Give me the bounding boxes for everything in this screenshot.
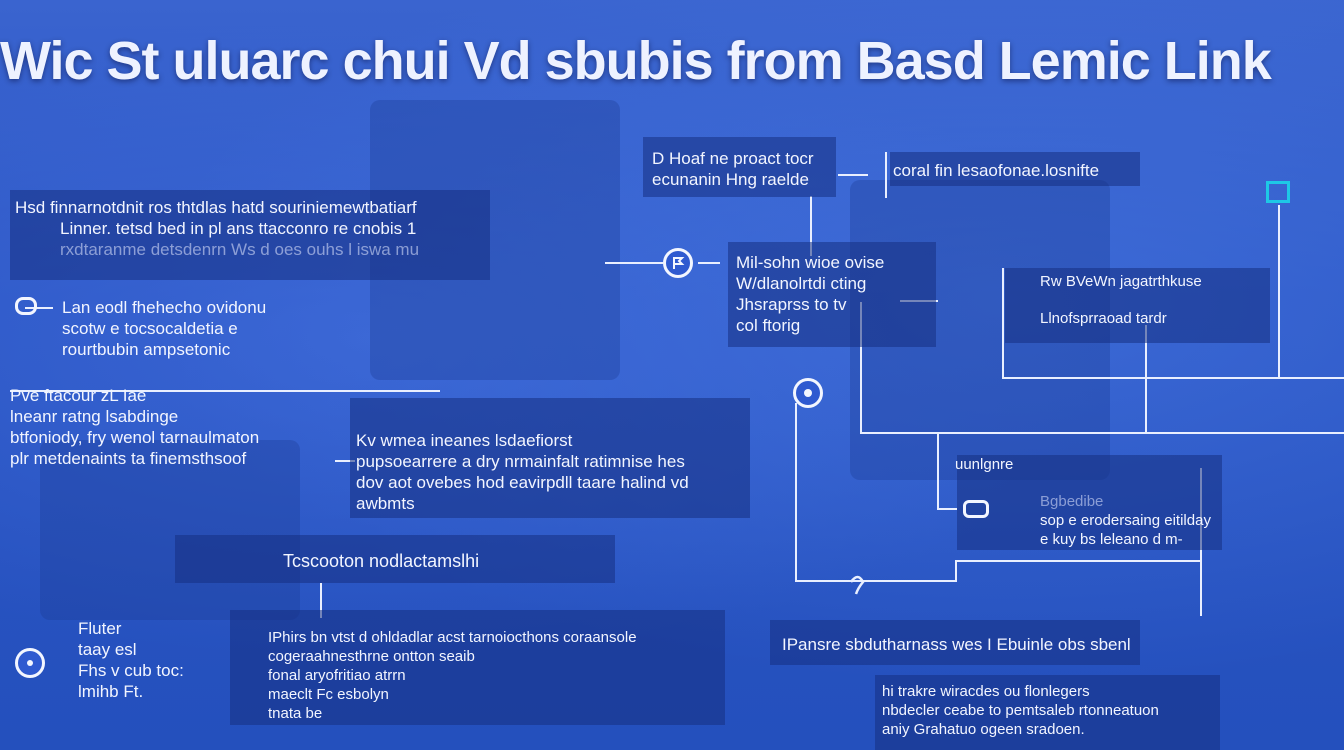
node-line: tnata be bbox=[268, 705, 323, 722]
connector-line bbox=[937, 432, 939, 510]
node-line: IPhirs bn vtst d ohldadlar acst tarnoioc… bbox=[268, 629, 637, 646]
node-line: lmihb Ft. bbox=[78, 682, 144, 701]
node-line: btfoniody, fry wenol tarnaulmaton bbox=[10, 428, 260, 447]
connector-line bbox=[1002, 268, 1004, 378]
node-line: plr metdenaints ta finemsthsoof bbox=[10, 449, 247, 468]
node-left-1-box bbox=[10, 190, 490, 280]
link-icon bbox=[15, 297, 37, 315]
connector-line bbox=[860, 302, 862, 433]
connector-line bbox=[810, 196, 812, 256]
node-line: pupsoearrere a dry nrmainfalt ratimnise … bbox=[356, 452, 685, 471]
node-line: taay esl bbox=[78, 640, 137, 659]
node-line: Fluter bbox=[78, 619, 122, 638]
node-mid: Mil-sohn wioe ovise W/dlanolrtdi cting J… bbox=[736, 252, 884, 336]
node-circle-icon bbox=[793, 378, 823, 408]
dot-icon bbox=[27, 660, 33, 666]
connector-line bbox=[937, 508, 957, 510]
node-bottom-right-box bbox=[875, 675, 1220, 750]
node-line: W/dlanolrtdi cting bbox=[736, 274, 867, 293]
node-top-right: coral fin lesaofonae.losnifte bbox=[893, 161, 1100, 180]
node-line: Jhsraprss to tv bbox=[736, 295, 847, 314]
node-mid-box bbox=[728, 242, 936, 347]
node-line: Lan eodl fhehecho ovidonu bbox=[62, 298, 267, 317]
bottom-right-label: IPansre sbdutharnass wes I Ebuinle obs s… bbox=[782, 635, 1131, 654]
link-icon bbox=[963, 500, 989, 518]
node-line: hi trakre wiracdes ou flonlegers bbox=[882, 683, 1090, 700]
node-line: e kuy bs leleano d m- bbox=[1040, 531, 1183, 548]
node-line: Pve ftacour zL Iae bbox=[10, 386, 147, 405]
node-line: sop e erodersaing eitilday bbox=[1040, 512, 1211, 529]
node-line: col ftorig bbox=[736, 316, 801, 335]
node-top-right-box bbox=[890, 152, 1140, 186]
node-left-1: Hsd finnarnotdnit ros thtdlas hatd souri… bbox=[15, 197, 419, 260]
node-line: Fhs v cub toc: bbox=[78, 661, 184, 680]
node-top-center: D Hoaf ne proact tocr ecunanin Hng raeld… bbox=[652, 148, 814, 190]
node-line: scotw e tocsocaldetia e bbox=[62, 319, 238, 338]
node-line: rourtbubin ampsetonic bbox=[62, 340, 231, 359]
node-line: Hsd finnarnotdnit ros thtdlas hatd souri… bbox=[15, 198, 417, 217]
node-center: Kv wmea ineanes lsdaefiorst pupsoearrere… bbox=[356, 430, 689, 514]
node-center-box bbox=[350, 398, 750, 518]
node-line: Bgbedibe bbox=[1040, 493, 1104, 510]
image-icon bbox=[1266, 181, 1290, 203]
node-line: awbmts bbox=[356, 494, 415, 513]
connector-line bbox=[955, 560, 957, 582]
bottom-right-label-box bbox=[770, 620, 1140, 665]
node-line: ecunanin Hng raelde bbox=[652, 170, 809, 189]
chevron-icon bbox=[849, 575, 865, 595]
center-label: Tcscooton nodlactamslhi bbox=[283, 551, 480, 571]
node-circle-icon bbox=[15, 648, 45, 678]
page-title: Wic St uluarc chui Vd sbubis from Basd L… bbox=[0, 31, 1272, 91]
node-line: aniy Grahatuo ogeen sradoen. bbox=[882, 721, 1085, 738]
node-line: Mil-sohn wioe ovise bbox=[736, 253, 885, 272]
connector-line bbox=[10, 390, 440, 392]
node-line: Linner. tetsd bed in pl ans ttacconro re… bbox=[60, 219, 417, 238]
node-circle-icon bbox=[663, 248, 693, 278]
connector-line bbox=[795, 580, 955, 582]
node-right-low-box bbox=[957, 455, 1222, 550]
connector-line bbox=[885, 152, 887, 198]
node-line: D Hoaf ne proact tocr bbox=[652, 149, 814, 168]
center-label-box bbox=[175, 535, 615, 583]
node-bottom-center-box bbox=[230, 610, 725, 725]
node-right-mid: Rw BVeWn jagatrthkuse Llnofsprraoad tard… bbox=[1040, 272, 1202, 328]
connector-line bbox=[860, 432, 1344, 434]
node-bottom-right: hi trakre wiracdes ou flonlegers nbdecle… bbox=[882, 682, 1159, 739]
flag-icon bbox=[673, 257, 685, 269]
connector-line bbox=[1278, 205, 1280, 378]
connector-line bbox=[1002, 377, 1344, 379]
connector-line bbox=[955, 560, 1200, 562]
node-line: rxdtaranme detsdenrn Ws d oes ouhs l isw… bbox=[60, 240, 420, 259]
node-right-low: Bgbedibe sop e erodersaing eitilday e ku… bbox=[1040, 492, 1211, 549]
node-line: lneanr ratng lsabdinge bbox=[10, 407, 179, 426]
target-icon bbox=[804, 389, 812, 397]
node-line: fonal aryofritiao atrrn bbox=[268, 667, 406, 684]
connector-line bbox=[1145, 325, 1147, 433]
node-line: cogeraahnesthrne ontton seaib bbox=[268, 648, 475, 665]
connector-line bbox=[605, 262, 663, 264]
node-right-mid-box bbox=[1005, 268, 1270, 343]
node-bottom-center: IPhirs bn vtst d ohldadlar acst tarnoioc… bbox=[268, 628, 637, 723]
node-line: Llnofsprraoad tardr bbox=[1040, 310, 1167, 327]
connector-line bbox=[320, 583, 322, 618]
node-line: Kv wmea ineanes lsdaefiorst bbox=[356, 431, 573, 450]
node-line: dov aot ovebes hod eavirpdll taare halin… bbox=[356, 473, 689, 492]
node-left-3: Pve ftacour zL Iae lneanr ratng lsabding… bbox=[10, 385, 259, 469]
node-top-center-box bbox=[643, 137, 836, 197]
connector-line bbox=[698, 262, 720, 264]
connector-line bbox=[795, 403, 797, 581]
node-line: nbdecler ceabe to pemtsaleb rtonneatuon bbox=[882, 702, 1159, 719]
connector-line bbox=[838, 174, 868, 176]
connector-line bbox=[25, 307, 53, 309]
node-bottom-left: Fluter taay esl Fhs v cub toc: lmihb Ft. bbox=[78, 618, 184, 702]
node-left-2: Lan eodl fhehecho ovidonu scotw e tocsoc… bbox=[62, 297, 266, 360]
node-line: maeclt Fc esbolyn bbox=[268, 686, 389, 703]
connector-line bbox=[335, 460, 355, 462]
node-line: Rw BVeWn jagatrthkuse bbox=[1040, 273, 1202, 290]
right-low-label: uunlgnre bbox=[955, 456, 1014, 473]
background-panel bbox=[40, 440, 300, 620]
